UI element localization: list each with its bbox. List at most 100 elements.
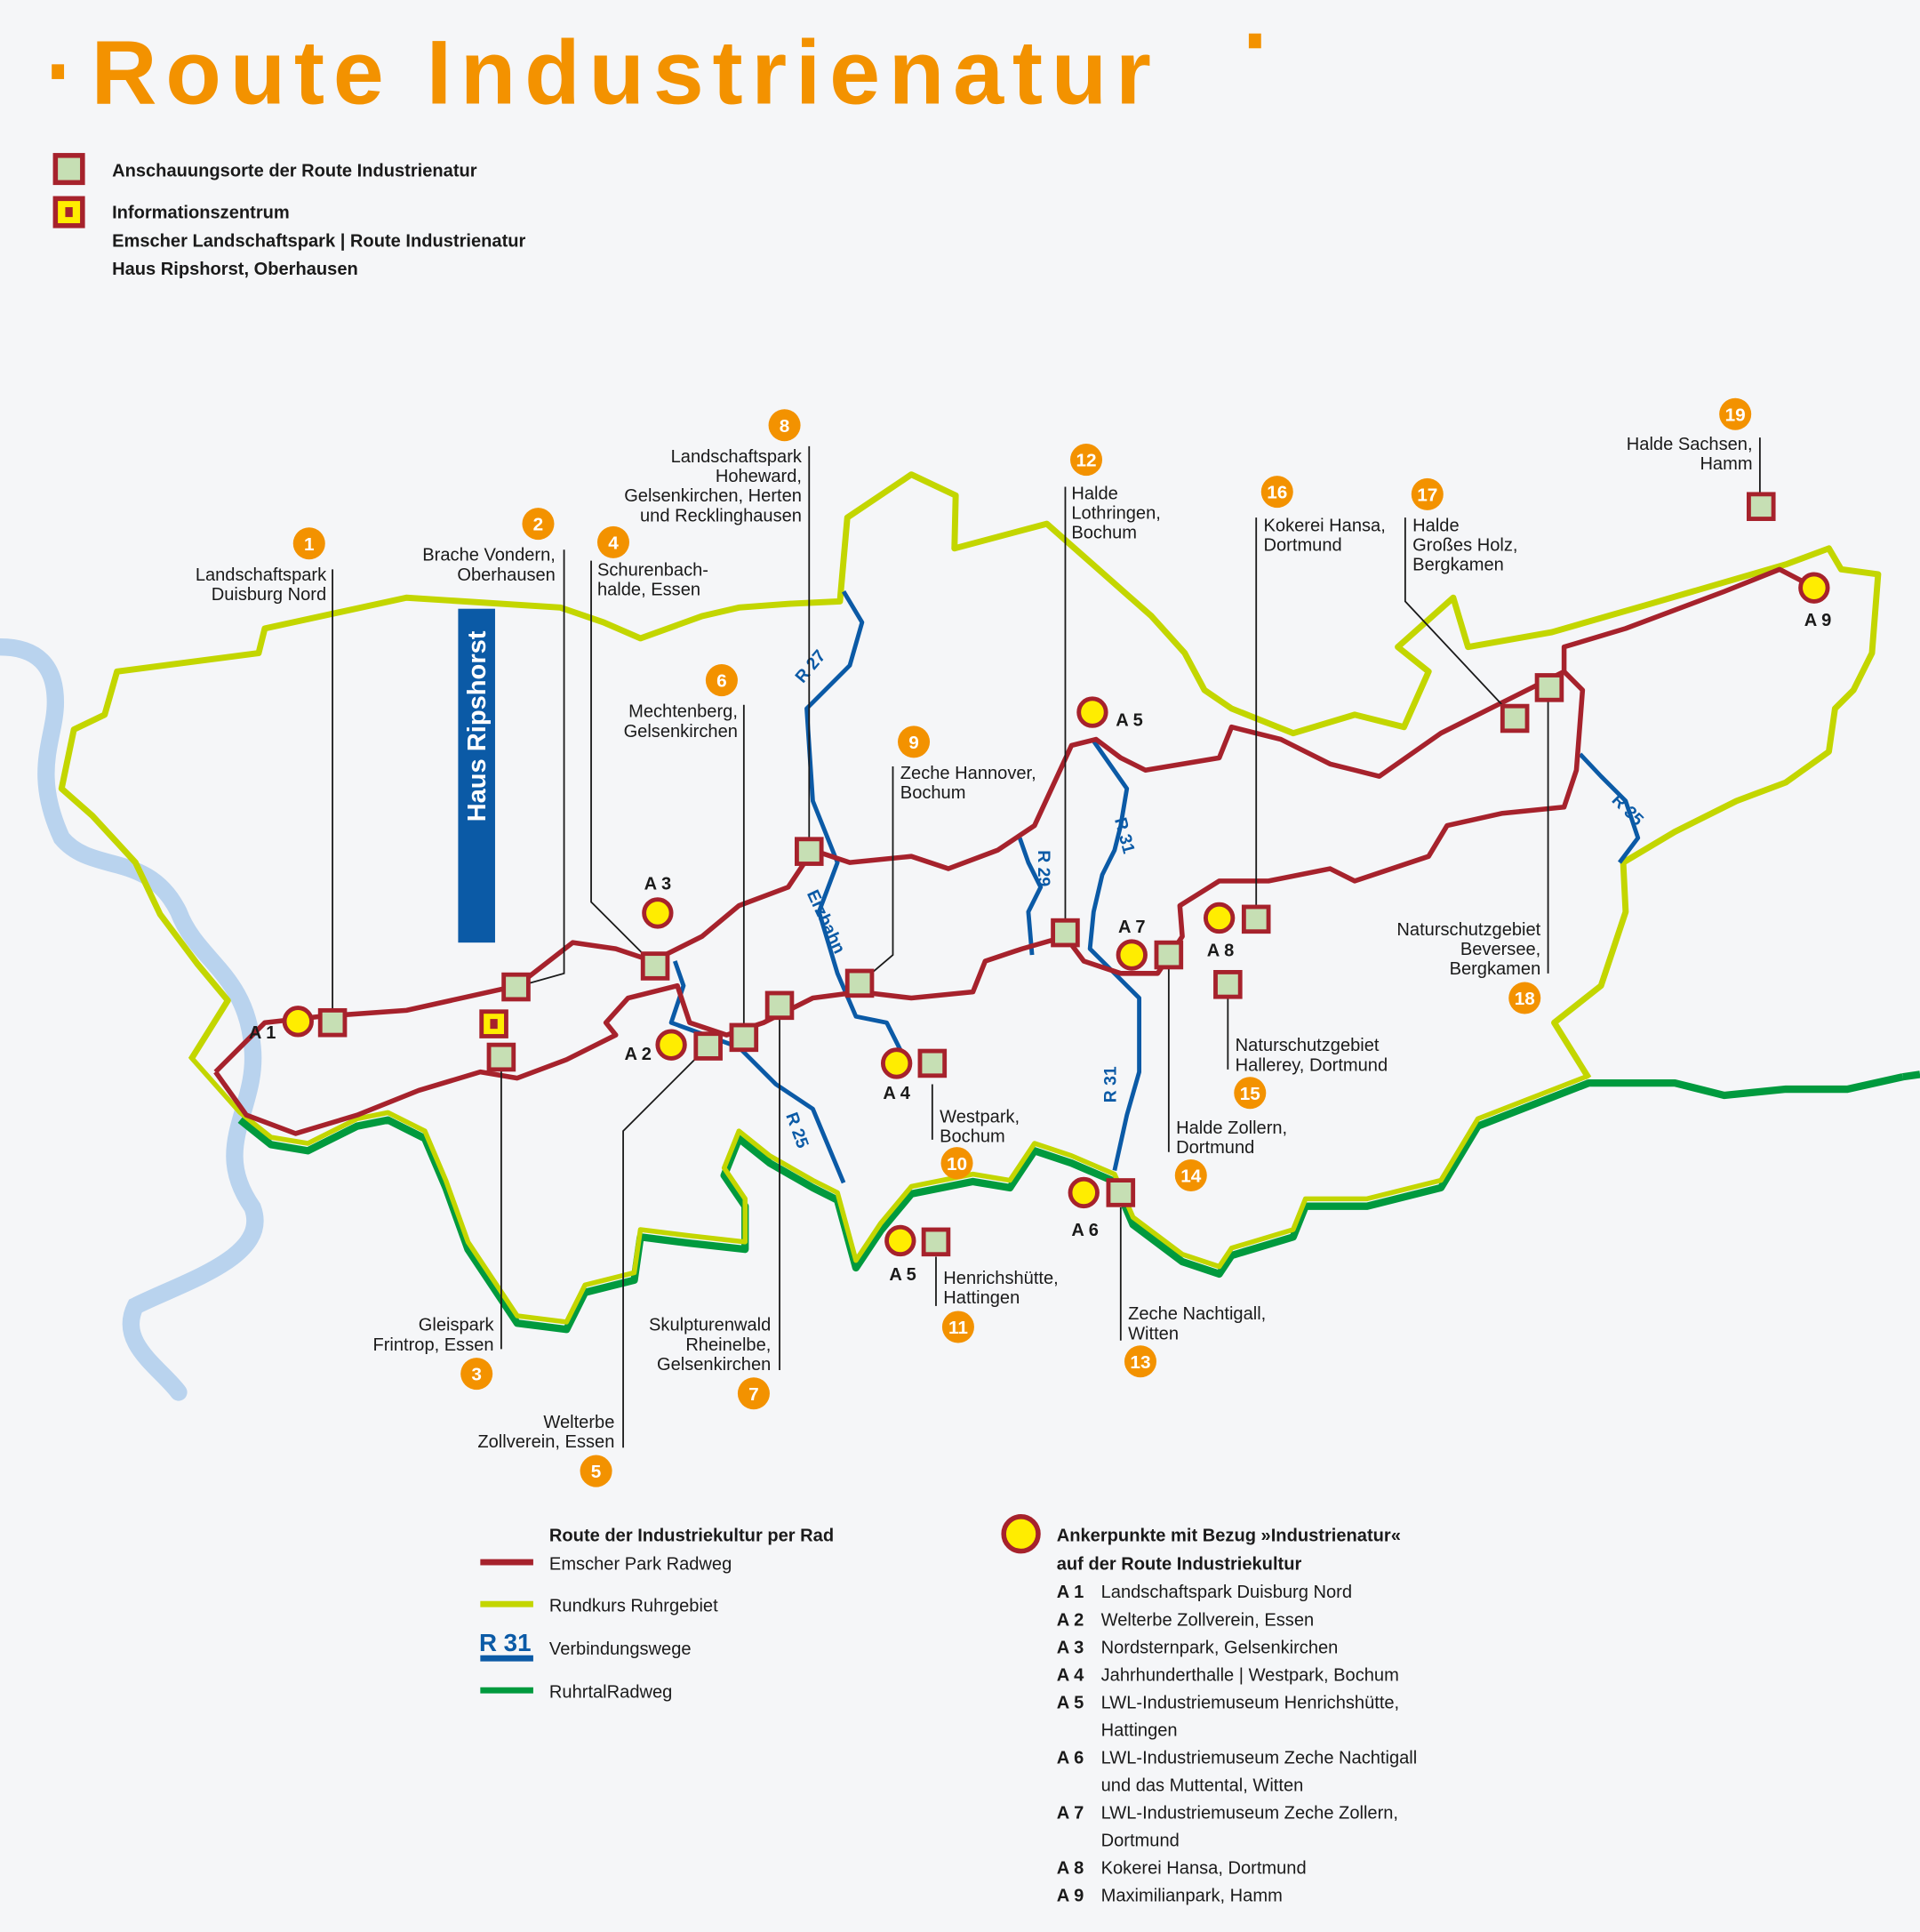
- anchor-point-marker[interactable]: [1203, 902, 1236, 934]
- site-8[interactable]: 8LandschaftsparkHoheward,Gelsenkirchen, …: [624, 409, 824, 866]
- anchor-list-id: A 2: [1057, 1610, 1084, 1630]
- anchor-point-label: A 8: [1207, 941, 1235, 960]
- site-number-badge: [768, 409, 801, 442]
- site-marker[interactable]: [1534, 673, 1564, 702]
- site-number: 1: [304, 534, 315, 555]
- anchor-list-text: Nordsternpark, Gelsenkirchen: [1101, 1638, 1339, 1657]
- site-number: 19: [1725, 405, 1746, 425]
- anchor-point-marker[interactable]: [1076, 696, 1108, 728]
- site-marker[interactable]: [1241, 904, 1271, 934]
- site-marker[interactable]: [794, 837, 824, 866]
- site-label: Hoheward,: [716, 467, 802, 486]
- anchor-point-label: A 3: [644, 875, 672, 894]
- site-marker[interactable]: [501, 972, 531, 1002]
- site-label: Beversee,: [1460, 940, 1540, 959]
- site-number-badge: [1260, 476, 1293, 509]
- site-number: 13: [1130, 1352, 1150, 1373]
- site-number-badge: [737, 1377, 770, 1410]
- route-label: R 31: [1100, 1066, 1120, 1102]
- anchor-point-marker[interactable]: [655, 1029, 687, 1061]
- site-number-badge: [596, 525, 629, 558]
- anchor-point-marker[interactable]: [1068, 1176, 1100, 1209]
- anchor-list-text: LWL-Industriemuseum Zeche Nachtigall: [1101, 1748, 1418, 1768]
- site-number-badge: [1411, 477, 1444, 510]
- site-number: 14: [1180, 1166, 1202, 1187]
- anchor-point-marker[interactable]: [282, 1006, 314, 1038]
- site-number: 10: [947, 1154, 967, 1174]
- site-number: 11: [948, 1318, 968, 1338]
- anchor-point-marker[interactable]: [642, 897, 674, 929]
- anchor-point-marker[interactable]: [880, 1047, 913, 1079]
- site-number: 9: [908, 733, 919, 753]
- site-marker[interactable]: [921, 1227, 951, 1257]
- site-label: Hattingen: [943, 1288, 1020, 1308]
- site-label: Frintrop, Essen: [372, 1335, 493, 1355]
- title-dot-left: [52, 64, 65, 79]
- page-title: Route Industrienatur: [92, 21, 1160, 124]
- anchor-list-text: LWL-Industriemuseum Henrichshütte,: [1101, 1693, 1400, 1712]
- site-label: Gleispark: [419, 1316, 495, 1335]
- site-label: Bergkamen: [1450, 959, 1541, 979]
- anchor-point-label: A 6: [1071, 1221, 1099, 1240]
- legend-anchor-icon: [1001, 1514, 1041, 1554]
- site-marker[interactable]: [1500, 703, 1530, 734]
- site-marker[interactable]: [764, 990, 795, 1021]
- site-marker[interactable]: [917, 1048, 948, 1078]
- site-marker[interactable]: [640, 951, 670, 981]
- anchor-list-id: A 5: [1057, 1693, 1084, 1712]
- site-label: Witten: [1128, 1324, 1179, 1343]
- anchor-point-marker[interactable]: [1116, 939, 1148, 971]
- site-marker[interactable]: [729, 1022, 759, 1053]
- site-marker[interactable]: [1154, 940, 1184, 970]
- site-label: Bochum: [900, 783, 966, 803]
- anchor-point-marker[interactable]: [884, 1224, 916, 1257]
- callout-line: [859, 766, 894, 984]
- site-marker[interactable]: [1106, 1178, 1136, 1207]
- site-number-badge: [705, 664, 738, 697]
- anchor-list-id: A 7: [1057, 1804, 1084, 1824]
- site-number-badge: [1719, 397, 1752, 430]
- site-marker[interactable]: [693, 1031, 723, 1061]
- anchor-list-text: Kokerei Hansa, Dortmund: [1101, 1859, 1307, 1879]
- ruhrtal-east-route: [1902, 1070, 1920, 1081]
- anchor-list-id: A 9: [1057, 1887, 1084, 1906]
- site-label: Halde: [1071, 484, 1117, 503]
- title-dot-right: [1248, 33, 1261, 49]
- site-marker[interactable]: [844, 968, 875, 998]
- callout-line: [516, 549, 565, 988]
- anchor-point-label: A 7: [1118, 918, 1146, 937]
- anchor-point-label: A 4: [883, 1084, 910, 1103]
- site-marker[interactable]: [317, 1007, 348, 1038]
- anchor-list-text: Welterbe Zollverein, Essen: [1101, 1610, 1315, 1630]
- site-marker[interactable]: [1746, 492, 1776, 521]
- site-marker[interactable]: [1051, 918, 1080, 948]
- rundkurs-ruhrgebiet-route: [58, 471, 1882, 1080]
- site-label: Schurenbach-: [597, 560, 708, 580]
- callout-line: [622, 1045, 709, 1448]
- site-label: Landschaftspark: [196, 565, 327, 585]
- site-marker[interactable]: [486, 1042, 516, 1072]
- site-square-icon: [52, 153, 85, 186]
- site-marker[interactable]: [1213, 970, 1243, 999]
- anchor-point-marker[interactable]: [1798, 572, 1830, 604]
- site-number: 2: [533, 515, 544, 535]
- site-number: 18: [1515, 989, 1535, 1009]
